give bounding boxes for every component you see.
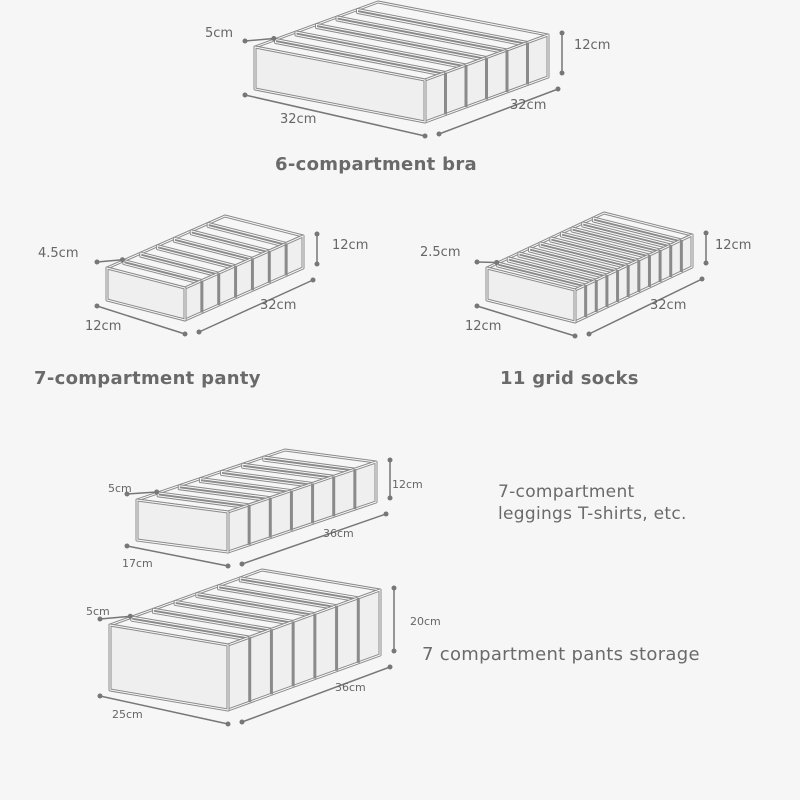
pants-length-guide-dot [239, 719, 245, 725]
panty-width-guide [96, 305, 186, 335]
bra-width-guide-dot [242, 92, 248, 98]
socks-caption: 11 grid socks [500, 368, 639, 389]
pants-length-guide-dot [387, 664, 393, 670]
panty-divider-guide-dot [119, 257, 125, 263]
pants-width-dim: 25cm [112, 708, 143, 721]
leggings-width-guide [126, 545, 229, 567]
bra-height-dim: 12cm [574, 38, 611, 53]
pants-divider-guide-dot [97, 616, 103, 622]
leggings-height-guide-dot [387, 495, 393, 501]
panty-length-guide-dot [310, 277, 316, 283]
socks-height-dim: 12cm [715, 238, 752, 253]
socks-height-guide-dot [703, 260, 709, 266]
pants-caption: 7 compartment pants storage [422, 644, 700, 665]
bra-caption: 6-compartment bra [275, 154, 477, 175]
bra-front-face [253, 45, 427, 124]
bra-width-guide [244, 94, 426, 137]
socks-width-guide-dot [572, 333, 578, 339]
leggings-width-guide-dot [225, 563, 231, 569]
leggings-caption-line2: leggings T-shirts, etc. [498, 504, 687, 524]
panty-height-guide-dot [314, 261, 320, 267]
leggings-length-guide [241, 513, 387, 565]
socks-length-guide-dot [699, 276, 705, 282]
bra-divider-guide [244, 37, 274, 42]
socks-length-dim: 32cm [650, 298, 687, 313]
leggings-divider-guide-dot [124, 491, 130, 497]
bra-divider-guide-dot [242, 38, 248, 44]
socks-height-guide-dot [703, 230, 709, 236]
pants-height-guide-dot [391, 648, 397, 654]
socks-length-guide-dot [586, 331, 592, 337]
bra-length-guide-dot [436, 131, 442, 137]
leggings-caption-line1: 7-compartment [498, 482, 635, 502]
bra-divider-dim: 5cm [205, 26, 234, 41]
bra-height-guide-dot [559, 30, 565, 36]
bra-width-guide-dot [422, 133, 428, 139]
bra-front-face-inner [254, 46, 426, 123]
panty-height-dim: 12cm [332, 238, 369, 253]
leggings-height-dim: 12cm [392, 478, 423, 491]
pants-width-guide-dot [225, 721, 231, 727]
pants-front-face [108, 623, 230, 712]
leggings-length-dim: 36cm [323, 527, 354, 540]
pants-width-guide-dot [97, 693, 103, 699]
panty-divider-guide [96, 258, 123, 263]
pants-divider-dim: 5cm [86, 605, 110, 618]
socks-front-face [485, 266, 577, 324]
panty-caption: 7-compartment panty [34, 368, 261, 389]
leggings-length-guide-dot [239, 561, 245, 567]
leggings-divider-guide [126, 491, 157, 495]
panty-divider-dim: 4.5cm [38, 246, 79, 261]
bra-length-guide-dot [555, 86, 561, 92]
panty-height-guide-dot [314, 231, 320, 237]
panty-length-dim: 32cm [260, 298, 297, 313]
panty-front-face-inner [106, 267, 186, 321]
socks-width-guide-dot [474, 303, 480, 309]
panty-divider-guide-dot [94, 259, 100, 265]
panty-width-guide-dot [182, 331, 188, 337]
bra-divider-guide-dot [271, 36, 277, 41]
socks-front-face-inner [486, 267, 576, 323]
bra-length-dim: 32cm [510, 98, 547, 113]
pants-length-guide [241, 666, 391, 723]
socks-divider-guide-dot [474, 259, 480, 265]
pants-height-guide-dot [391, 585, 397, 591]
pants-front-face-inner [109, 624, 229, 711]
leggings-front-face-inner [136, 499, 229, 553]
socks-width-guide [476, 305, 576, 337]
panty-length-guide [198, 279, 314, 333]
pants-divider-guide-dot [127, 613, 133, 619]
socks-divider-guide-dot [494, 259, 500, 265]
pants-width-guide [99, 695, 229, 725]
bra-height-guide-dot [559, 70, 565, 76]
leggings-width-guide-dot [124, 543, 130, 549]
pants-height-dim: 20cm [410, 615, 441, 628]
panty-width-guide-dot [94, 303, 100, 309]
socks-length-guide [588, 278, 703, 335]
leggings-divider-guide-dot [154, 489, 160, 495]
panty-width-dim: 12cm [85, 319, 122, 334]
bra-length-guide [438, 88, 559, 135]
socks-divider-dim: 2.5cm [420, 245, 461, 260]
leggings-height-guide-dot [387, 457, 393, 463]
leggings-front-face [135, 498, 230, 554]
pants-length-dim: 36cm [335, 681, 366, 694]
leggings-width-dim: 17cm [122, 557, 153, 570]
leggings-length-guide-dot [383, 511, 389, 517]
panty-length-guide-dot [196, 329, 202, 335]
bra-width-dim: 32cm [280, 112, 317, 127]
socks-width-dim: 12cm [465, 319, 502, 334]
leggings-divider-dim: 5cm [108, 482, 132, 495]
pants-divider-guide [99, 615, 131, 620]
